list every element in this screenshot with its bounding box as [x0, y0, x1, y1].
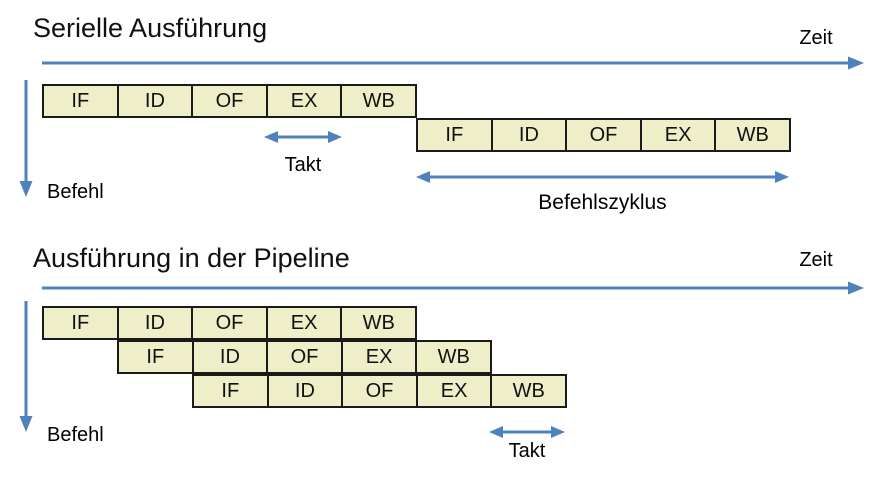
serial-clock-span-arrow — [264, 131, 342, 143]
serial-clock-label: Takt — [284, 154, 322, 176]
stage-cell: IF — [194, 376, 269, 406]
stage-cell: OF — [268, 342, 343, 372]
serial-stage-row-2: IF ID OF EX WB — [416, 118, 791, 152]
stage-cell: EX — [418, 376, 493, 406]
pipeline-clock-span-arrow — [489, 426, 565, 438]
serial-instruction-axis-arrow — [19, 80, 33, 197]
pipeline-section-title: Ausführung in der Pipeline — [33, 243, 350, 273]
serial-cycle-label: Befehlszyklus — [538, 191, 667, 214]
stage-cell: WB — [512, 379, 545, 402]
serial-cycle-span-arrow — [416, 171, 789, 183]
pipeline-instruction-axis-label: Befehl — [47, 424, 104, 446]
pipeline-clock-label: Takt — [508, 440, 546, 462]
stage-cell: IF — [44, 86, 119, 116]
stage-cell: ID — [493, 120, 568, 150]
stage-cell: OF — [567, 120, 642, 150]
stage-cell: OF — [343, 376, 418, 406]
pipeline-time-axis-arrow — [42, 281, 864, 295]
stage-cell: WB — [437, 345, 470, 368]
stage-cell: WB — [362, 311, 395, 334]
stage-cell: EX — [268, 308, 343, 338]
serial-stage-row-1: IF ID OF EX WB — [42, 84, 417, 118]
serial-time-axis-label: Zeit — [799, 27, 833, 49]
stage-cell: EX — [343, 342, 418, 372]
stage-cell: WB — [736, 123, 769, 146]
stage-cell: IF — [44, 308, 119, 338]
stage-cell: IF — [418, 120, 493, 150]
serial-time-axis-arrow — [42, 56, 864, 70]
pipeline-instruction-axis-arrow — [19, 301, 33, 432]
pipeline-time-axis-label: Zeit — [799, 249, 833, 271]
stage-cell: ID — [194, 342, 269, 372]
pipeline-stage-row-2: IF ID OF EX WB — [117, 340, 492, 374]
stage-cell: WB — [362, 89, 395, 112]
stage-cell: IF — [119, 342, 194, 372]
stage-cell: EX — [268, 86, 343, 116]
stage-cell: ID — [119, 86, 194, 116]
pipeline-stage-row-1: IF ID OF EX WB — [42, 306, 417, 340]
stage-cell: EX — [642, 120, 717, 150]
serial-section-title: Serielle Ausführung — [33, 13, 268, 43]
serial-instruction-axis-label: Befehl — [47, 181, 104, 203]
stage-cell: ID — [269, 376, 344, 406]
stage-cell: ID — [119, 308, 194, 338]
pipeline-stage-row-3: IF ID OF EX WB — [192, 374, 567, 408]
stage-cell: OF — [193, 86, 268, 116]
stage-cell: OF — [193, 308, 268, 338]
